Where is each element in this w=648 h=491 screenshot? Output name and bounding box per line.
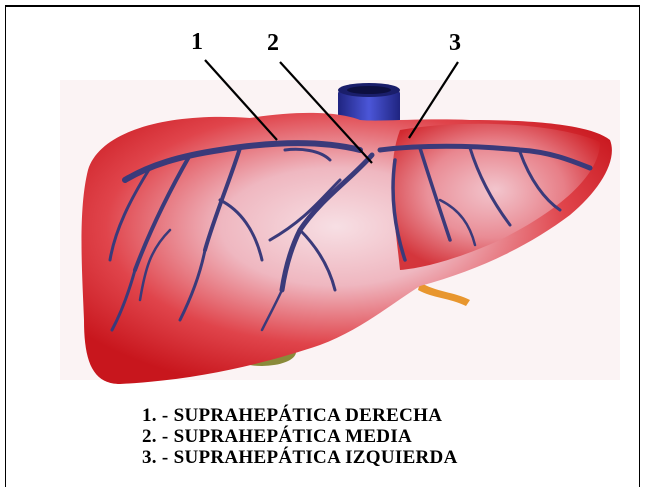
legend: 1. - SUPRAHEPÁTICA DERECHA 2. - SUPRAHEP…	[142, 405, 458, 468]
legend-item-right-hepatic: 1. - SUPRAHEPÁTICA DERECHA	[142, 405, 458, 426]
legend-item-middle-hepatic: 2. - SUPRAHEPÁTICA MEDIA	[142, 426, 458, 447]
callout-number-3: 3	[449, 31, 461, 55]
legend-item-left-hepatic: 3. - SUPRAHEPÁTICA IZQUIERDA	[142, 447, 458, 468]
callout-number-1: 1	[191, 30, 203, 54]
callout-number-2: 2	[267, 31, 279, 55]
